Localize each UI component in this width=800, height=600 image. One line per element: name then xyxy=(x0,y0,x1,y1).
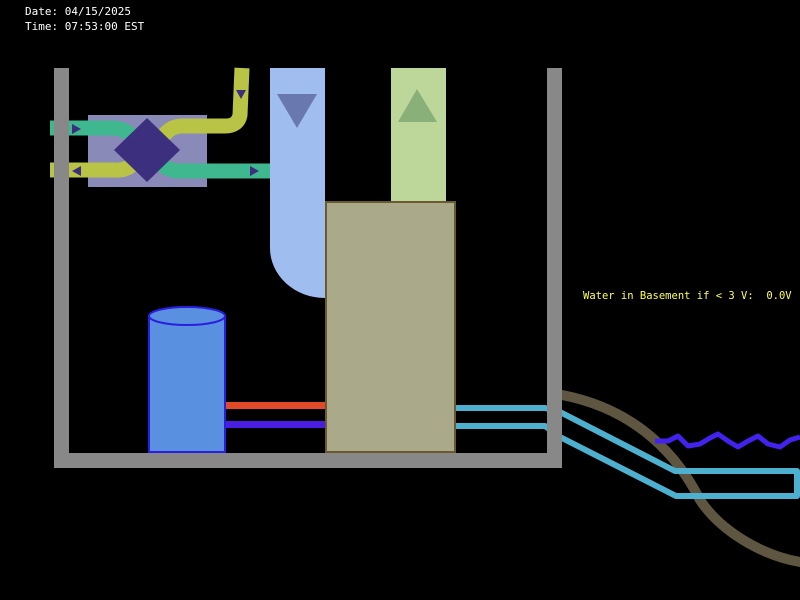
supply-plenum xyxy=(270,68,325,298)
hot-water-pipe xyxy=(224,402,327,409)
duct-arrow-right-icon xyxy=(72,124,81,134)
duct-arrow-left-icon xyxy=(72,166,81,176)
ground-slope xyxy=(557,390,800,567)
water-sensor-label: Water in Basement if < 3 V: xyxy=(583,290,754,302)
duct-arrow-right-icon xyxy=(250,166,259,176)
furnace xyxy=(325,201,456,453)
duct-arrow-down-icon xyxy=(236,90,246,99)
time-value: 07:53:00 EST xyxy=(64,20,145,33)
time-line: Time: 07:53:00 EST xyxy=(25,20,144,33)
water-sensor-readout: Water in Basement if < 3 V: 0.0V xyxy=(583,290,792,303)
water-tank xyxy=(148,315,226,453)
basement-wall-right xyxy=(547,68,562,468)
groundwater-line xyxy=(655,431,800,450)
duct-yellow-exhaust xyxy=(50,67,250,178)
hrv-core xyxy=(114,118,180,182)
return-arrow-up-icon xyxy=(398,89,437,122)
date-value: 04/15/2025 xyxy=(64,5,131,18)
water-tank-top xyxy=(148,306,226,326)
water-sensor-value: 0.0V xyxy=(766,290,792,302)
supply-arrow-down-icon xyxy=(277,94,317,128)
time-label: Time: xyxy=(25,20,59,33)
date-label: Date: xyxy=(25,5,59,18)
basement-wall-left xyxy=(54,68,69,468)
return-plenum xyxy=(391,68,446,203)
basement-floor xyxy=(54,453,562,468)
date-line: Date: 04/15/2025 xyxy=(25,5,131,18)
cold-water-pipe xyxy=(224,421,327,428)
